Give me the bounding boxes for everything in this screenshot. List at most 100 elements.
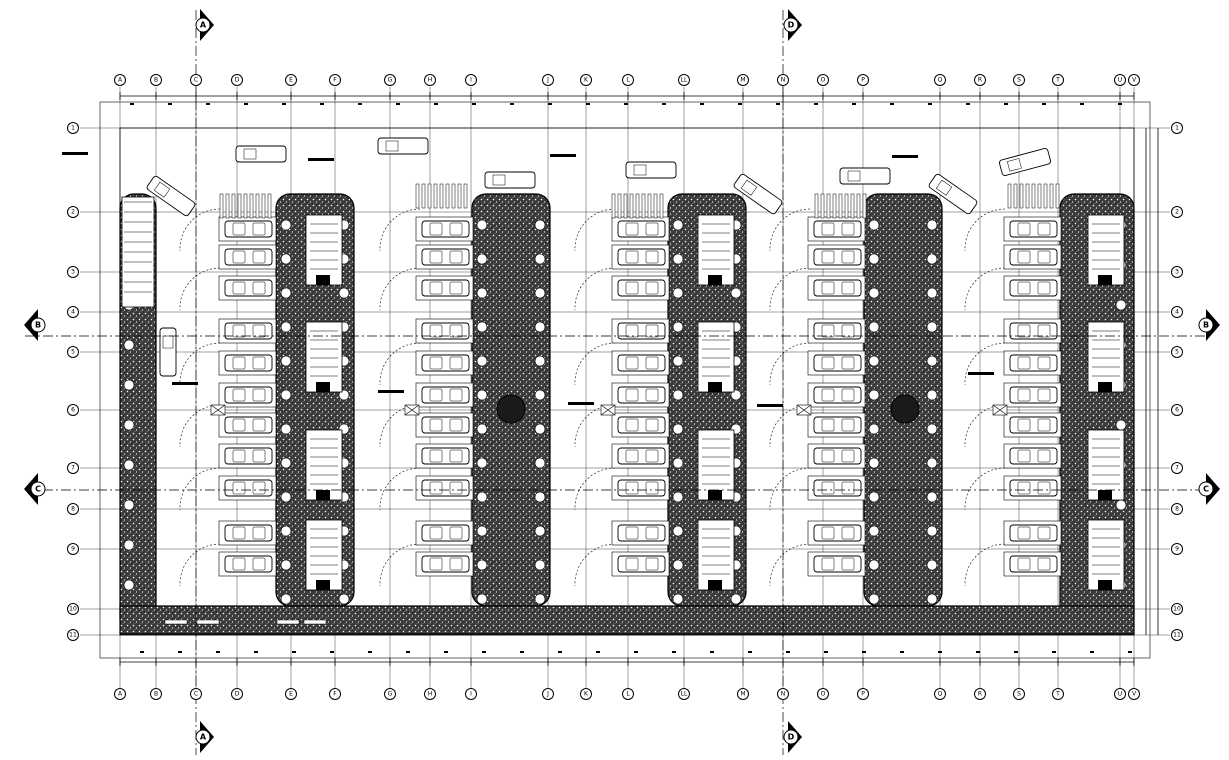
car-rear-window — [449, 250, 463, 264]
tree-symbol — [926, 355, 938, 367]
grid-bubble-circle — [974, 74, 986, 86]
grid-bubble-label: C — [194, 77, 198, 84]
crosswalk-stripe — [1031, 183, 1036, 209]
car — [813, 220, 862, 238]
grid-bubble-row: 9 — [1171, 543, 1183, 555]
grid-bubble-label: L — [626, 691, 630, 698]
tree-symbol — [672, 491, 684, 503]
dimension-mark — [396, 103, 400, 105]
crosswalk-stripe — [463, 183, 468, 209]
tree-symbol — [926, 389, 938, 401]
car — [421, 447, 470, 465]
dimension-mark — [586, 103, 590, 105]
grid-bubble-label: 4 — [71, 309, 75, 316]
grid-bubble-circle — [1128, 74, 1140, 86]
tree-symbol — [672, 219, 684, 231]
car-rear-window — [1037, 324, 1051, 338]
lane-marking — [308, 158, 334, 161]
grid-bubble-col: A — [114, 74, 126, 86]
tree-symbol — [338, 287, 350, 299]
tree-symbol — [672, 423, 684, 435]
dimension-mark — [700, 103, 704, 105]
grid-bubble-label: 8 — [71, 506, 75, 513]
car — [813, 555, 862, 573]
car-windshield — [625, 481, 639, 495]
grid-bubble-label: 6 — [71, 407, 75, 414]
crosswalk-stripe — [451, 183, 456, 209]
car — [1009, 555, 1058, 573]
car — [617, 386, 666, 404]
turning-arc — [964, 404, 1006, 448]
car-rear-window — [449, 222, 463, 236]
tree-symbol — [672, 559, 684, 571]
grid-bubble-row: 3 — [1171, 266, 1183, 278]
grid-bubble-col: V — [1128, 688, 1140, 700]
dimension-mark — [786, 651, 790, 653]
car — [1009, 386, 1058, 404]
tree-symbol — [868, 253, 880, 265]
grid-bubble-circle — [934, 688, 946, 700]
car-windshield — [625, 388, 639, 402]
dimension-mark — [928, 103, 932, 105]
grid-bubble-row: 5 — [67, 346, 79, 358]
dimension-mark — [320, 103, 324, 105]
car — [224, 479, 273, 497]
grid-bubble-col: U — [1114, 74, 1126, 86]
tree-symbol — [280, 457, 292, 469]
car-rear-window — [252, 222, 266, 236]
car-rear-window — [841, 388, 855, 402]
turning-arc — [574, 404, 616, 448]
grid-bubble-col: K — [580, 688, 592, 700]
grid-bubble-col: Q — [934, 688, 946, 700]
dimension-mark — [900, 651, 904, 653]
crosswalk-stripe — [433, 183, 438, 209]
grid-bubble-row: 10 — [67, 603, 79, 615]
dimension-mark — [510, 103, 514, 105]
car-rear-window — [645, 281, 659, 295]
dimension-mark — [282, 103, 286, 105]
grid-bubble-circle — [231, 74, 243, 86]
car — [421, 279, 470, 297]
tree-symbol — [476, 253, 488, 265]
grid-bubble-circle — [622, 74, 634, 86]
turning-arc — [179, 543, 221, 587]
car-windshield — [740, 179, 758, 196]
grid-bubble-circle — [542, 688, 554, 700]
grid-bubble-circle — [384, 74, 396, 86]
curb-marker — [164, 619, 188, 625]
grid-bubble-label: 8 — [1175, 506, 1179, 513]
turning-arc — [964, 467, 1006, 511]
crosswalk-stripe — [659, 193, 664, 219]
car-windshield — [232, 356, 246, 370]
lane-marking — [172, 382, 198, 385]
grid-bubble-col: L — [622, 74, 634, 86]
dimension-mark — [634, 651, 638, 653]
grid-bubble-row: 4 — [67, 306, 79, 318]
dimension-mark — [1080, 103, 1084, 105]
tree-symbol — [476, 321, 488, 333]
car-rear-window — [252, 526, 266, 540]
car — [813, 322, 862, 340]
grid-bubble-circle — [424, 74, 436, 86]
grid-bubble-circle — [580, 74, 592, 86]
tree-symbol — [730, 389, 742, 401]
dimension-mark — [558, 651, 562, 653]
car-windshield — [1017, 281, 1031, 295]
car — [617, 279, 666, 297]
car-windshield — [625, 324, 639, 338]
car-windshield — [232, 324, 246, 338]
stair-landing — [1098, 490, 1112, 500]
grid-bubble-circle — [1013, 74, 1025, 86]
stair-core — [1087, 321, 1125, 393]
car — [421, 416, 470, 434]
grid-bubble-circle — [67, 306, 79, 318]
stair-landing — [708, 382, 722, 392]
car-rear-window — [841, 526, 855, 540]
car-rear-window — [449, 526, 463, 540]
grid-bubble-label: I — [470, 77, 472, 84]
car — [1009, 416, 1058, 434]
grid-bubble-circle — [777, 688, 789, 700]
car-windshield — [429, 281, 443, 295]
